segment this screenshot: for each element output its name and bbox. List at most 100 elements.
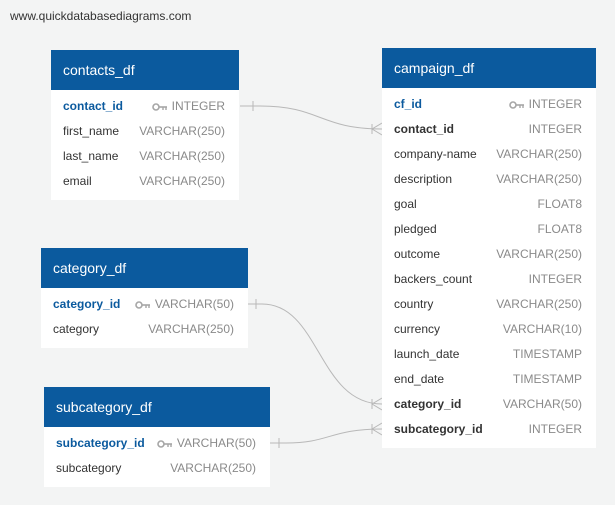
relationship-subcategory-campaign <box>270 422 383 448</box>
column-type-label: VARCHAR(250) <box>139 124 225 138</box>
column-row[interactable]: country VARCHAR(250) <box>382 292 596 317</box>
table-title: contacts_df <box>51 50 239 90</box>
column-type-label: VARCHAR(250) <box>170 461 256 475</box>
column-type-label: VARCHAR(250) <box>496 147 582 161</box>
column-name: description <box>394 172 453 186</box>
column-type: VARCHAR(50) <box>157 431 256 456</box>
column-type-label: INTEGER <box>171 99 225 113</box>
column-type: VARCHAR(250) <box>170 456 256 481</box>
table-title: campaign_df <box>382 48 596 88</box>
column-type: VARCHAR(250) <box>139 119 225 144</box>
watermark: www.quickdatabasediagrams.com <box>10 9 192 23</box>
column-name: country <box>394 297 434 311</box>
column-row[interactable]: category_id VARCHAR(50) <box>382 392 596 417</box>
table-title: subcategory_df <box>44 387 270 427</box>
key-icon <box>508 101 524 109</box>
column-row[interactable]: subcategory_id VARCHAR(50) <box>44 431 270 456</box>
column-type: FLOAT8 <box>538 192 582 217</box>
column-type: TIMESTAMP <box>513 342 582 367</box>
column-type-label: VARCHAR(50) <box>154 297 234 311</box>
column-type-label: VARCHAR(250) <box>139 149 225 163</box>
column-row[interactable]: contact_id INTEGER <box>382 117 596 142</box>
column-name: launch_date <box>394 347 460 361</box>
column-name: outcome <box>394 247 441 261</box>
column-row[interactable]: end_date TIMESTAMP <box>382 367 596 392</box>
column-type-label: INTEGER <box>528 122 582 136</box>
key-icon <box>157 440 172 448</box>
column-row[interactable]: goal FLOAT8 <box>382 192 596 217</box>
column-type-label: VARCHAR(50) <box>176 436 256 450</box>
column-type: INTEGER <box>151 94 225 119</box>
column-type: VARCHAR(250) <box>496 142 582 167</box>
column-name: category_id <box>53 297 121 311</box>
column-type-label: INTEGER <box>528 272 582 286</box>
column-name: subcategory <box>56 461 122 475</box>
column-row[interactable]: outcome VARCHAR(250) <box>382 242 596 267</box>
column-type: VARCHAR(250) <box>496 167 582 192</box>
column-name: subcategory_id <box>394 422 483 436</box>
column-name: backers_count <box>394 272 473 286</box>
column-type-label: FLOAT8 <box>537 222 582 236</box>
column-row[interactable]: pledged FLOAT8 <box>382 217 596 242</box>
column-type-label: VARCHAR(250) <box>139 174 225 188</box>
column-type: VARCHAR(250) <box>496 242 582 267</box>
column-type: INTEGER <box>508 92 582 117</box>
column-row[interactable]: subcategory VARCHAR(250) <box>44 456 270 481</box>
table-subcategory-df[interactable]: subcategory_df subcategory_id VARCHAR(50)… <box>44 387 270 487</box>
column-type: VARCHAR(50) <box>503 392 582 417</box>
column-name: goal <box>394 197 417 211</box>
column-row[interactable]: backers_count INTEGER <box>382 267 596 292</box>
relationship-category-campaign <box>248 299 383 411</box>
column-type: VARCHAR(250) <box>148 317 234 342</box>
column-row[interactable]: email VARCHAR(250) <box>51 169 239 194</box>
column-type: TIMESTAMP <box>513 367 582 392</box>
column-type: INTEGER <box>529 267 582 292</box>
column-row[interactable]: contact_id INTEGER <box>51 94 239 119</box>
column-name: subcategory_id <box>56 436 145 450</box>
column-row[interactable]: category VARCHAR(250) <box>41 317 248 342</box>
column-name: contact_id <box>394 122 455 136</box>
column-row[interactable]: cf_id INTEGER <box>382 92 596 117</box>
column-type-label: VARCHAR(250) <box>496 297 582 311</box>
column-type-label: FLOAT8 <box>537 197 582 211</box>
column-row[interactable]: launch_date TIMESTAMP <box>382 342 596 367</box>
column-type-label: INTEGER <box>528 97 582 111</box>
column-name: currency <box>394 322 441 336</box>
column-name: pledged <box>394 222 437 236</box>
key-icon <box>151 103 167 111</box>
column-row[interactable]: first_name VARCHAR(250) <box>51 119 239 144</box>
column-type-label: TIMESTAMP <box>512 372 582 386</box>
column-type: VARCHAR(250) <box>496 292 582 317</box>
column-row[interactable]: category_id VARCHAR(50) <box>41 292 248 317</box>
column-name: first_name <box>63 124 120 138</box>
column-name: end_date <box>394 372 445 386</box>
column-name: cf_id <box>394 97 423 111</box>
column-type-label: VARCHAR(250) <box>496 172 582 186</box>
column-type: VARCHAR(250) <box>139 144 225 169</box>
column-name: email <box>63 174 92 188</box>
column-row[interactable]: currency VARCHAR(10) <box>382 317 596 342</box>
column-name: contact_id <box>63 99 124 113</box>
column-type-label: INTEGER <box>528 422 582 436</box>
column-type: VARCHAR(10) <box>503 317 582 342</box>
column-name: category <box>53 322 100 336</box>
column-name: category_id <box>394 397 462 411</box>
column-type-label: VARCHAR(50) <box>502 397 582 411</box>
column-type: INTEGER <box>529 117 582 142</box>
column-type: INTEGER <box>529 417 582 442</box>
column-type: VARCHAR(50) <box>135 292 234 317</box>
column-row[interactable]: subcategory_id INTEGER <box>382 417 596 442</box>
column-row[interactable]: description VARCHAR(250) <box>382 167 596 192</box>
column-type-label: VARCHAR(250) <box>496 247 582 261</box>
column-type-label: TIMESTAMP <box>512 347 582 361</box>
column-type: FLOAT8 <box>538 217 582 242</box>
column-type: VARCHAR(250) <box>139 169 225 194</box>
column-type-label: VARCHAR(250) <box>148 322 234 336</box>
table-title: category_df <box>41 248 248 288</box>
